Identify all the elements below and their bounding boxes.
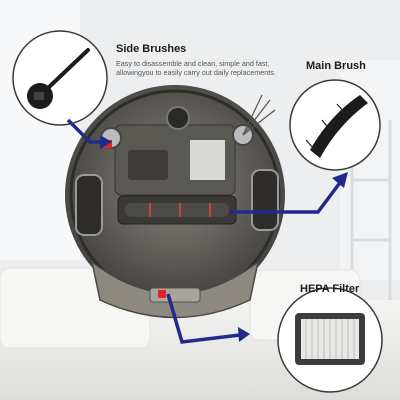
hepa-filter-title: HEPA Filter: [300, 283, 360, 295]
main-brush-title: Main Brush: [306, 60, 366, 72]
arrow-main-brush-head: [332, 172, 348, 188]
arrow-side-brush-head: [100, 135, 112, 149]
side-brushes-description: Easy to disassemble and clean, simple an…: [116, 59, 276, 78]
side-brush-bristles: [242, 94, 276, 136]
side-brushes-title: Side Brushes: [116, 43, 187, 55]
arrow-hepa-filter: [166, 293, 241, 344]
left-wheel: [75, 174, 103, 236]
right-wheel: [251, 169, 279, 231]
highlight-filter: [158, 290, 166, 298]
side-brush-callout: [12, 30, 108, 126]
dust-bin: [90, 260, 260, 319]
main-brush-icon: [310, 95, 368, 158]
arrow-hepa-filter-head: [238, 327, 250, 342]
arrow-side-brush: [66, 118, 104, 144]
main-brush-callout: [289, 79, 381, 171]
hepa-filter-callout: [277, 287, 383, 393]
caster-wheel: [166, 106, 190, 130]
arrow-main-brush: [230, 178, 344, 214]
robot-vacuum: [65, 85, 285, 319]
